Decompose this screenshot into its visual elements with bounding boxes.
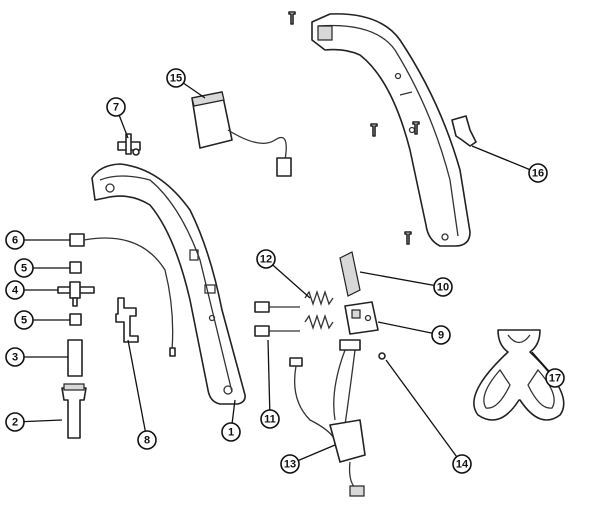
callout-17: 17 bbox=[545, 368, 565, 388]
leader-line-8 bbox=[127, 339, 148, 441]
small-cap-lower bbox=[69, 313, 82, 326]
callout-number: 17 bbox=[549, 373, 561, 385]
leader-line-14 bbox=[385, 359, 463, 465]
callout-6: 6 bbox=[5, 230, 25, 250]
callout-9: 9 bbox=[431, 325, 451, 345]
cable-with-plug bbox=[69, 233, 176, 357]
screws bbox=[288, 11, 420, 245]
bracket bbox=[115, 297, 139, 343]
slide-plate bbox=[339, 251, 361, 297]
leader-line-16 bbox=[471, 145, 539, 174]
connector-housing bbox=[61, 383, 87, 439]
small-cap-upper bbox=[69, 261, 82, 274]
callout-13: 13 bbox=[280, 454, 300, 474]
callout-number: 15 bbox=[170, 73, 182, 85]
callout-15: 15 bbox=[166, 68, 186, 88]
callout-number: 7 bbox=[113, 102, 119, 114]
switch-harness bbox=[289, 339, 366, 497]
callout-11: 11 bbox=[260, 409, 280, 429]
callout-circle bbox=[166, 68, 186, 88]
callout-14: 14 bbox=[452, 454, 472, 474]
callout-12: 12 bbox=[256, 249, 276, 269]
callout-circle bbox=[5, 280, 25, 300]
callout-number: 2 bbox=[12, 417, 18, 429]
callout-number: 8 bbox=[144, 435, 150, 447]
callout-8: 8 bbox=[137, 430, 157, 450]
callout-circle bbox=[14, 310, 34, 330]
clip-screw-assembly bbox=[117, 133, 141, 156]
callout-5: 5 bbox=[14, 310, 34, 330]
callout-circle bbox=[5, 230, 25, 250]
callout-number: 16 bbox=[532, 168, 544, 180]
callout-circle bbox=[452, 454, 472, 474]
small-screw bbox=[378, 352, 386, 360]
callout-circle bbox=[5, 412, 25, 432]
lower-handle-half bbox=[91, 163, 246, 405]
callout-number: 11 bbox=[264, 414, 276, 426]
callout-number: 4 bbox=[12, 285, 19, 297]
module-with-lead bbox=[191, 91, 292, 177]
plungers bbox=[254, 301, 300, 337]
parts bbox=[57, 11, 565, 497]
callout-circle bbox=[528, 163, 548, 183]
callout-1: 1 bbox=[221, 422, 241, 442]
callout-number: 14 bbox=[456, 459, 469, 471]
springs bbox=[304, 289, 334, 331]
callout-number: 5 bbox=[21, 263, 27, 275]
shaft-with-flange bbox=[57, 281, 95, 307]
callout-number: 10 bbox=[437, 282, 449, 294]
callout-number: 1 bbox=[228, 427, 234, 439]
callout-circle bbox=[260, 409, 280, 429]
callout-number: 3 bbox=[12, 352, 18, 364]
callout-circle bbox=[431, 325, 451, 345]
callout-number: 9 bbox=[438, 330, 444, 342]
callout-circle bbox=[545, 368, 565, 388]
switch-block bbox=[344, 301, 379, 335]
callout-circle bbox=[137, 430, 157, 450]
callout-7: 7 bbox=[106, 97, 126, 117]
callout-2: 2 bbox=[5, 412, 25, 432]
callout-circle bbox=[256, 249, 276, 269]
callout-circle bbox=[5, 347, 25, 367]
callout-number: 12 bbox=[260, 254, 272, 266]
leader-line-10 bbox=[359, 271, 444, 288]
trigger-lever bbox=[451, 115, 477, 147]
callout-number: 13 bbox=[284, 459, 296, 471]
sleeve bbox=[67, 339, 83, 377]
callout-number: 5 bbox=[21, 315, 27, 327]
callout-circle bbox=[221, 422, 241, 442]
leader-line-9 bbox=[377, 321, 442, 336]
callout-5: 5 bbox=[14, 258, 34, 278]
callout-circle bbox=[433, 277, 453, 297]
callout-4: 4 bbox=[5, 280, 25, 300]
callout-10: 10 bbox=[433, 277, 453, 297]
callout-16: 16 bbox=[528, 163, 548, 183]
upper-handle-half bbox=[311, 13, 471, 247]
callout-3: 3 bbox=[5, 347, 25, 367]
callout-number: 6 bbox=[12, 235, 18, 247]
callout-circle bbox=[106, 97, 126, 117]
callout-circle bbox=[280, 454, 300, 474]
callout-circle bbox=[14, 258, 34, 278]
leader-line-11 bbox=[267, 339, 271, 420]
